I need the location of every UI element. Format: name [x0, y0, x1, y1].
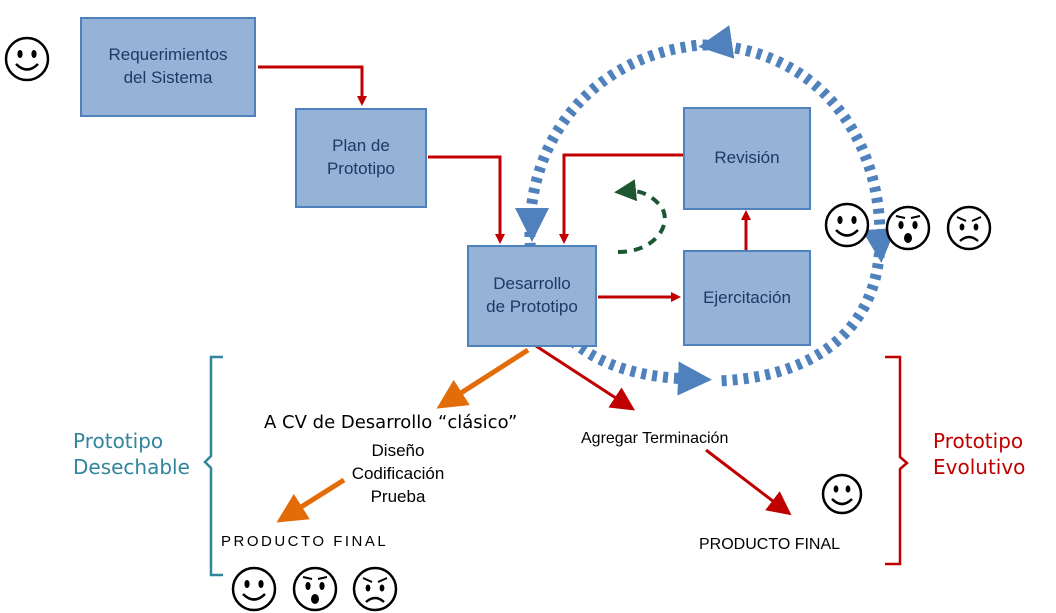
- arrow-red-to-agregar: [535, 344, 636, 411]
- surprised-face-icon: [292, 566, 338, 612]
- label-prototipo-evolutivo: Prototipo Evolutivo: [933, 429, 1026, 479]
- happy-face-icon: [824, 202, 870, 248]
- arrow-red-to-producto: [705, 448, 792, 516]
- bracket-right: [885, 355, 909, 566]
- arrow-orange-to-cv: [436, 347, 530, 409]
- cycle-arrowhead-top: [698, 25, 735, 59]
- arrow-revision-to-desarrollo: [559, 153, 683, 244]
- box-desarrollo-prototipo: Desarrollo de Prototipo: [467, 245, 597, 347]
- box-plan-prototipo: Plan de Prototipo: [295, 108, 427, 208]
- agregar-terminacion: Agregar Terminación: [581, 430, 729, 447]
- box-ejercitacion: Ejercitación: [683, 250, 811, 346]
- label-prototipo-desechable: Prototipo Desechable: [73, 429, 190, 479]
- producto-final-right: PRODUCTO FINAL: [699, 536, 841, 553]
- box-requerimientos: Requerimientos del Sistema: [80, 17, 256, 117]
- happy-face-icon: [4, 36, 50, 82]
- producto-final-left: PRODUCTO FINAL: [221, 533, 389, 550]
- surprised-face-icon: [885, 205, 931, 251]
- cv-steps: Diseño Codificación Prueba: [351, 441, 445, 506]
- cycle-arrowhead-right: [862, 227, 896, 263]
- happy-face-icon: [231, 566, 277, 612]
- green-dashed-loop: [614, 179, 667, 254]
- box-revision: Revisión: [683, 107, 811, 210]
- arrow-plan-to-desarrollo: [428, 155, 505, 244]
- angry-face-icon: [946, 205, 992, 251]
- bracket-left: [203, 355, 223, 577]
- happy-face-icon: [821, 473, 863, 515]
- angry-face-icon: [352, 566, 398, 612]
- cv-clasico-title: A CV de Desarrollo “clásico”: [264, 412, 518, 433]
- arrow-req-to-plan: [258, 65, 367, 106]
- arrow-orange-to-producto: [276, 477, 346, 523]
